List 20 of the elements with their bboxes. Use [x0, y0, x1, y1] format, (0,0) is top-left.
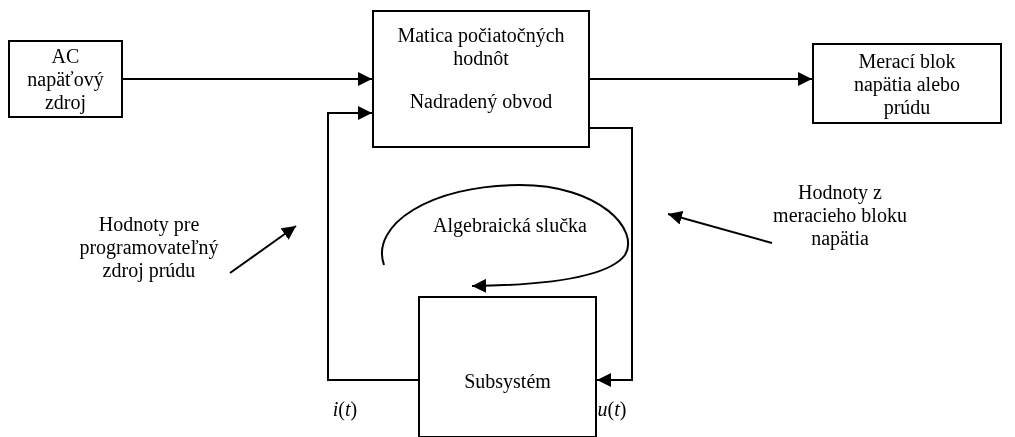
- annotation-text: Hodnoty z meracieho bloku napätia: [772, 181, 908, 250]
- block-label: Matica počiatočných hodnôt: [396, 24, 566, 70]
- block-box: [812, 43, 1002, 124]
- block-box: [372, 10, 590, 148]
- connector-arrow: [589, 72, 813, 86]
- connector-arrow: [589, 127, 633, 387]
- block-box: [418, 296, 597, 437]
- block-label: Subsystém: [464, 370, 551, 393]
- signal-label: u(t): [596, 398, 628, 421]
- block-box: [8, 40, 123, 118]
- loop-label: Algebraická slučka: [432, 214, 588, 237]
- signal-label: i(t): [331, 398, 359, 421]
- block-label: Nadradený obvod: [409, 90, 553, 113]
- leader-arrow: [229, 225, 297, 274]
- connector-arrow: [122, 72, 373, 86]
- leader-arrow: [667, 211, 773, 244]
- block-label: Merací blok napätia alebo prúdu: [852, 50, 962, 119]
- connector-arrow: [327, 106, 419, 381]
- block-label: AC napäťový zdroj: [26, 45, 105, 114]
- annotation-text: Hodnoty pre programovateľný zdroj prúdu: [78, 213, 220, 282]
